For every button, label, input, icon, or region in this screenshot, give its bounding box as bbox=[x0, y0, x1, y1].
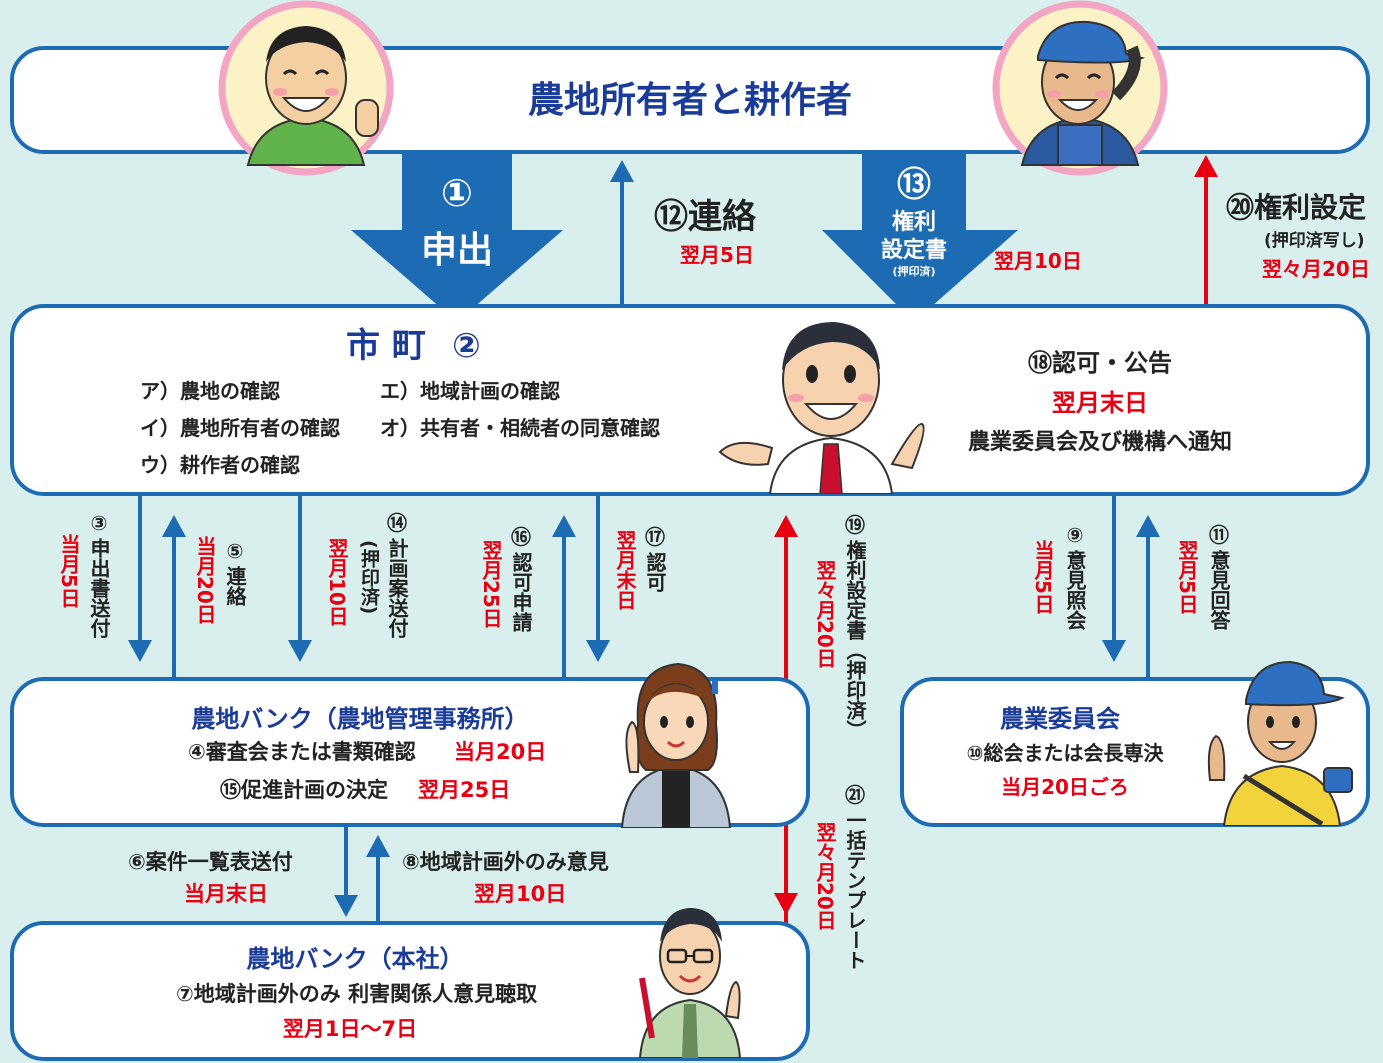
step7-label: ⑦地域計画外のみ 利害関係人意見聴取 bbox=[176, 982, 538, 1006]
step5-label: 連絡 bbox=[223, 566, 247, 606]
step20-arrow bbox=[1194, 155, 1218, 305]
step20-label: ⑳権利設定 bbox=[1226, 191, 1367, 224]
step20-note: (押印済写し) bbox=[1264, 231, 1365, 251]
check-o: オ）共有者・相続者の同意確認 bbox=[380, 416, 660, 440]
city-step-number: ② bbox=[452, 326, 481, 366]
step5-arrow bbox=[162, 515, 186, 678]
step14-deadline: 翌月10日 bbox=[325, 538, 349, 626]
step13-note: (押印済) bbox=[892, 265, 936, 278]
step12-deadline: 翌月5日 bbox=[680, 243, 754, 267]
step14-note: (押印済) bbox=[357, 540, 380, 615]
city-box bbox=[10, 304, 1370, 496]
step16-number: ⑯ bbox=[511, 525, 531, 549]
step16-arrow bbox=[552, 515, 576, 678]
step16-label: 認可申請 bbox=[509, 552, 533, 632]
step19-number: ⑲ bbox=[845, 513, 865, 537]
bank-staff-icon bbox=[620, 662, 732, 828]
step3-deadline: 当月5日 bbox=[57, 534, 81, 608]
step9-arrow bbox=[1102, 493, 1126, 662]
committee-member-icon bbox=[1207, 660, 1353, 826]
step10-deadline: 当月20日ごろ bbox=[1001, 775, 1129, 799]
step20-deadline: 翌々月20日 bbox=[1262, 257, 1370, 281]
step13-block-arrow bbox=[822, 150, 1018, 322]
step13-number: ⑬ bbox=[897, 165, 931, 205]
step1-label: 申出 bbox=[420, 230, 493, 271]
hq-staff-icon bbox=[638, 908, 742, 1058]
step21-number: ㉑ bbox=[845, 783, 865, 807]
step19-label: 権利設定書（押印済） bbox=[843, 540, 867, 740]
owners-title: 農地所有者と耕作者 bbox=[527, 80, 852, 121]
step21-deadline: 翌々月20日 bbox=[813, 822, 837, 930]
step1-block-arrow bbox=[351, 150, 563, 322]
city-official-icon bbox=[718, 322, 925, 494]
step12-arrow bbox=[610, 160, 634, 305]
step1-number: ① bbox=[440, 171, 474, 215]
step6-label: ⑥案件一覧表送付 bbox=[128, 850, 293, 874]
step14-arrow bbox=[288, 493, 312, 662]
step9-deadline: 当月5日 bbox=[1031, 540, 1055, 614]
check-i: イ）農地所有者の確認 bbox=[140, 416, 340, 440]
bank-hq-title: 農地バンク（本社） bbox=[246, 945, 464, 973]
city-title: 市 町 bbox=[346, 326, 426, 366]
step6-deadline: 当月末日 bbox=[184, 882, 268, 906]
step13-line2: 設定書 bbox=[880, 238, 947, 263]
farmer-owner-icon bbox=[218, 0, 394, 176]
step18-note: 農業委員会及び機構へ通知 bbox=[967, 430, 1232, 455]
step5-deadline: 当月20日 bbox=[193, 536, 217, 624]
check-e: エ）地域計画の確認 bbox=[380, 379, 560, 403]
step13-deadline: 翌月10日 bbox=[994, 249, 1082, 273]
step3-arrow bbox=[128, 493, 152, 662]
step4-label: ④審査会または書類確認 bbox=[188, 740, 416, 764]
check-a: ア）農地の確認 bbox=[140, 379, 280, 403]
step11-label: 意見回答 bbox=[1207, 550, 1231, 630]
step3-number: ③ bbox=[90, 511, 108, 535]
step6-arrow bbox=[334, 826, 358, 917]
farmer-cultivator-icon bbox=[992, 0, 1168, 176]
step17-deadline: 翌月末日 bbox=[613, 530, 637, 610]
step21-arrow bbox=[774, 830, 798, 915]
bank-office-title: 農地バンク（農地管理事務所） bbox=[191, 705, 529, 733]
step11-arrow bbox=[1136, 515, 1160, 678]
step9-number: ⑨ bbox=[1066, 523, 1084, 547]
step8-label: ⑧地域計画外のみ意見 bbox=[402, 850, 609, 874]
step21-label: 一括テンプレート bbox=[843, 810, 867, 970]
step8-arrow bbox=[366, 835, 390, 922]
step13-line1: 権利 bbox=[891, 210, 936, 235]
step17-arrow bbox=[586, 493, 610, 662]
step10-label: ⑩総会または会長専決 bbox=[966, 741, 1164, 765]
step7-deadline: 翌月1日～7日 bbox=[282, 1017, 418, 1041]
step15-deadline: 翌月25日 bbox=[418, 778, 511, 802]
step19-deadline: 翌々月20日 bbox=[813, 560, 837, 668]
step8-deadline: 翌月10日 bbox=[474, 882, 567, 906]
step17-number: ⑰ bbox=[645, 525, 665, 549]
step14-label: 計画案送付 bbox=[385, 538, 409, 638]
step17-label: 認可 bbox=[643, 552, 667, 592]
step15-label: ⑮促進計画の決定 bbox=[220, 778, 388, 802]
step12-label: ⑫連絡 bbox=[654, 197, 756, 237]
step11-deadline: 翌月5日 bbox=[1175, 540, 1199, 614]
step16-deadline: 翌月25日 bbox=[479, 540, 503, 628]
step14-number: ⑭ bbox=[387, 511, 407, 535]
step18-deadline: 翌月末日 bbox=[1052, 389, 1148, 417]
check-u: ウ）耕作者の確認 bbox=[140, 453, 300, 477]
step5-number: ⑤ bbox=[226, 539, 244, 563]
step4-deadline: 当月20日 bbox=[454, 740, 547, 764]
step9-label: 意見照会 bbox=[1063, 550, 1087, 630]
step3-label: 申出書送付 bbox=[87, 538, 111, 638]
committee-title: 農業委員会 bbox=[1000, 705, 1120, 733]
step18-label: ⑱認可・公告 bbox=[1028, 349, 1172, 377]
step11-number: ⑪ bbox=[1209, 523, 1229, 547]
